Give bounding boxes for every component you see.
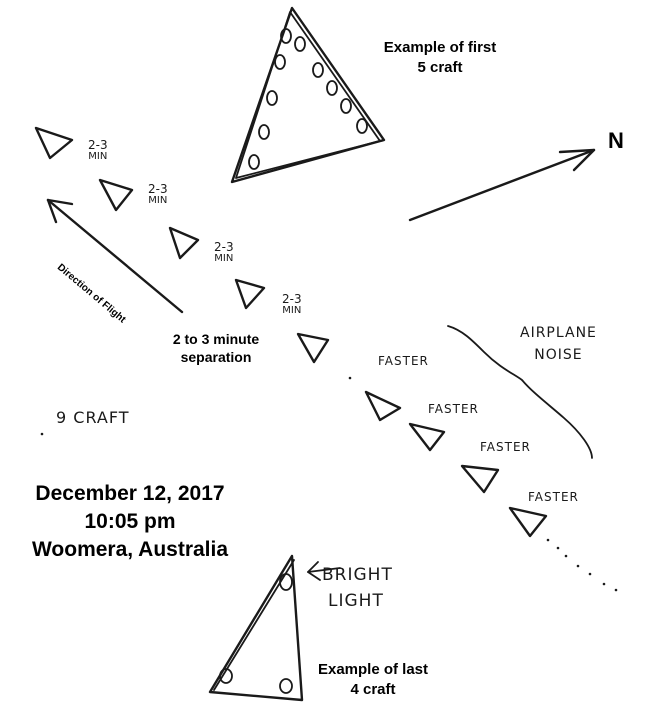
faster-note: FASTER	[428, 402, 479, 416]
faster-note: FASTER	[480, 440, 531, 454]
faster-note: FASTER	[528, 490, 579, 504]
interval-note: 2-3 MIN	[214, 240, 234, 264]
north-arrow	[408, 148, 596, 222]
last-craft-label: Example of last 4 craft	[317, 661, 429, 698]
small-craft	[34, 126, 548, 538]
airplane-noise-bracket	[447, 325, 593, 459]
faster-note: FASTER	[378, 354, 429, 368]
north-label: N	[608, 128, 624, 153]
bright-light-note: BRIGHT LIGHT	[322, 565, 393, 611]
craft-count-note: 9 CRAFT	[56, 408, 130, 427]
bright-light-pointer	[307, 561, 341, 581]
location-label: Woomera, Australia	[31, 538, 229, 561]
first-craft-label: Example of first 5 craft	[383, 39, 497, 76]
date-label: December 12, 2017	[35, 482, 225, 505]
direction-of-flight-arrow	[46, 198, 184, 314]
trail-dots	[40, 376, 618, 592]
airplane-noise-note: AIRPLANE NOISE	[520, 325, 597, 363]
interval-note: 2-3 MIN	[88, 138, 108, 162]
first-craft-triangle	[230, 6, 386, 184]
interval-note: 2-3 MIN	[148, 182, 168, 206]
time-label: 10:05 pm	[84, 510, 176, 533]
last-craft-triangle	[208, 554, 304, 702]
interval-note: 2-3 MIN	[282, 292, 302, 316]
separation-label: 2 to 3 minute separation	[172, 331, 260, 365]
